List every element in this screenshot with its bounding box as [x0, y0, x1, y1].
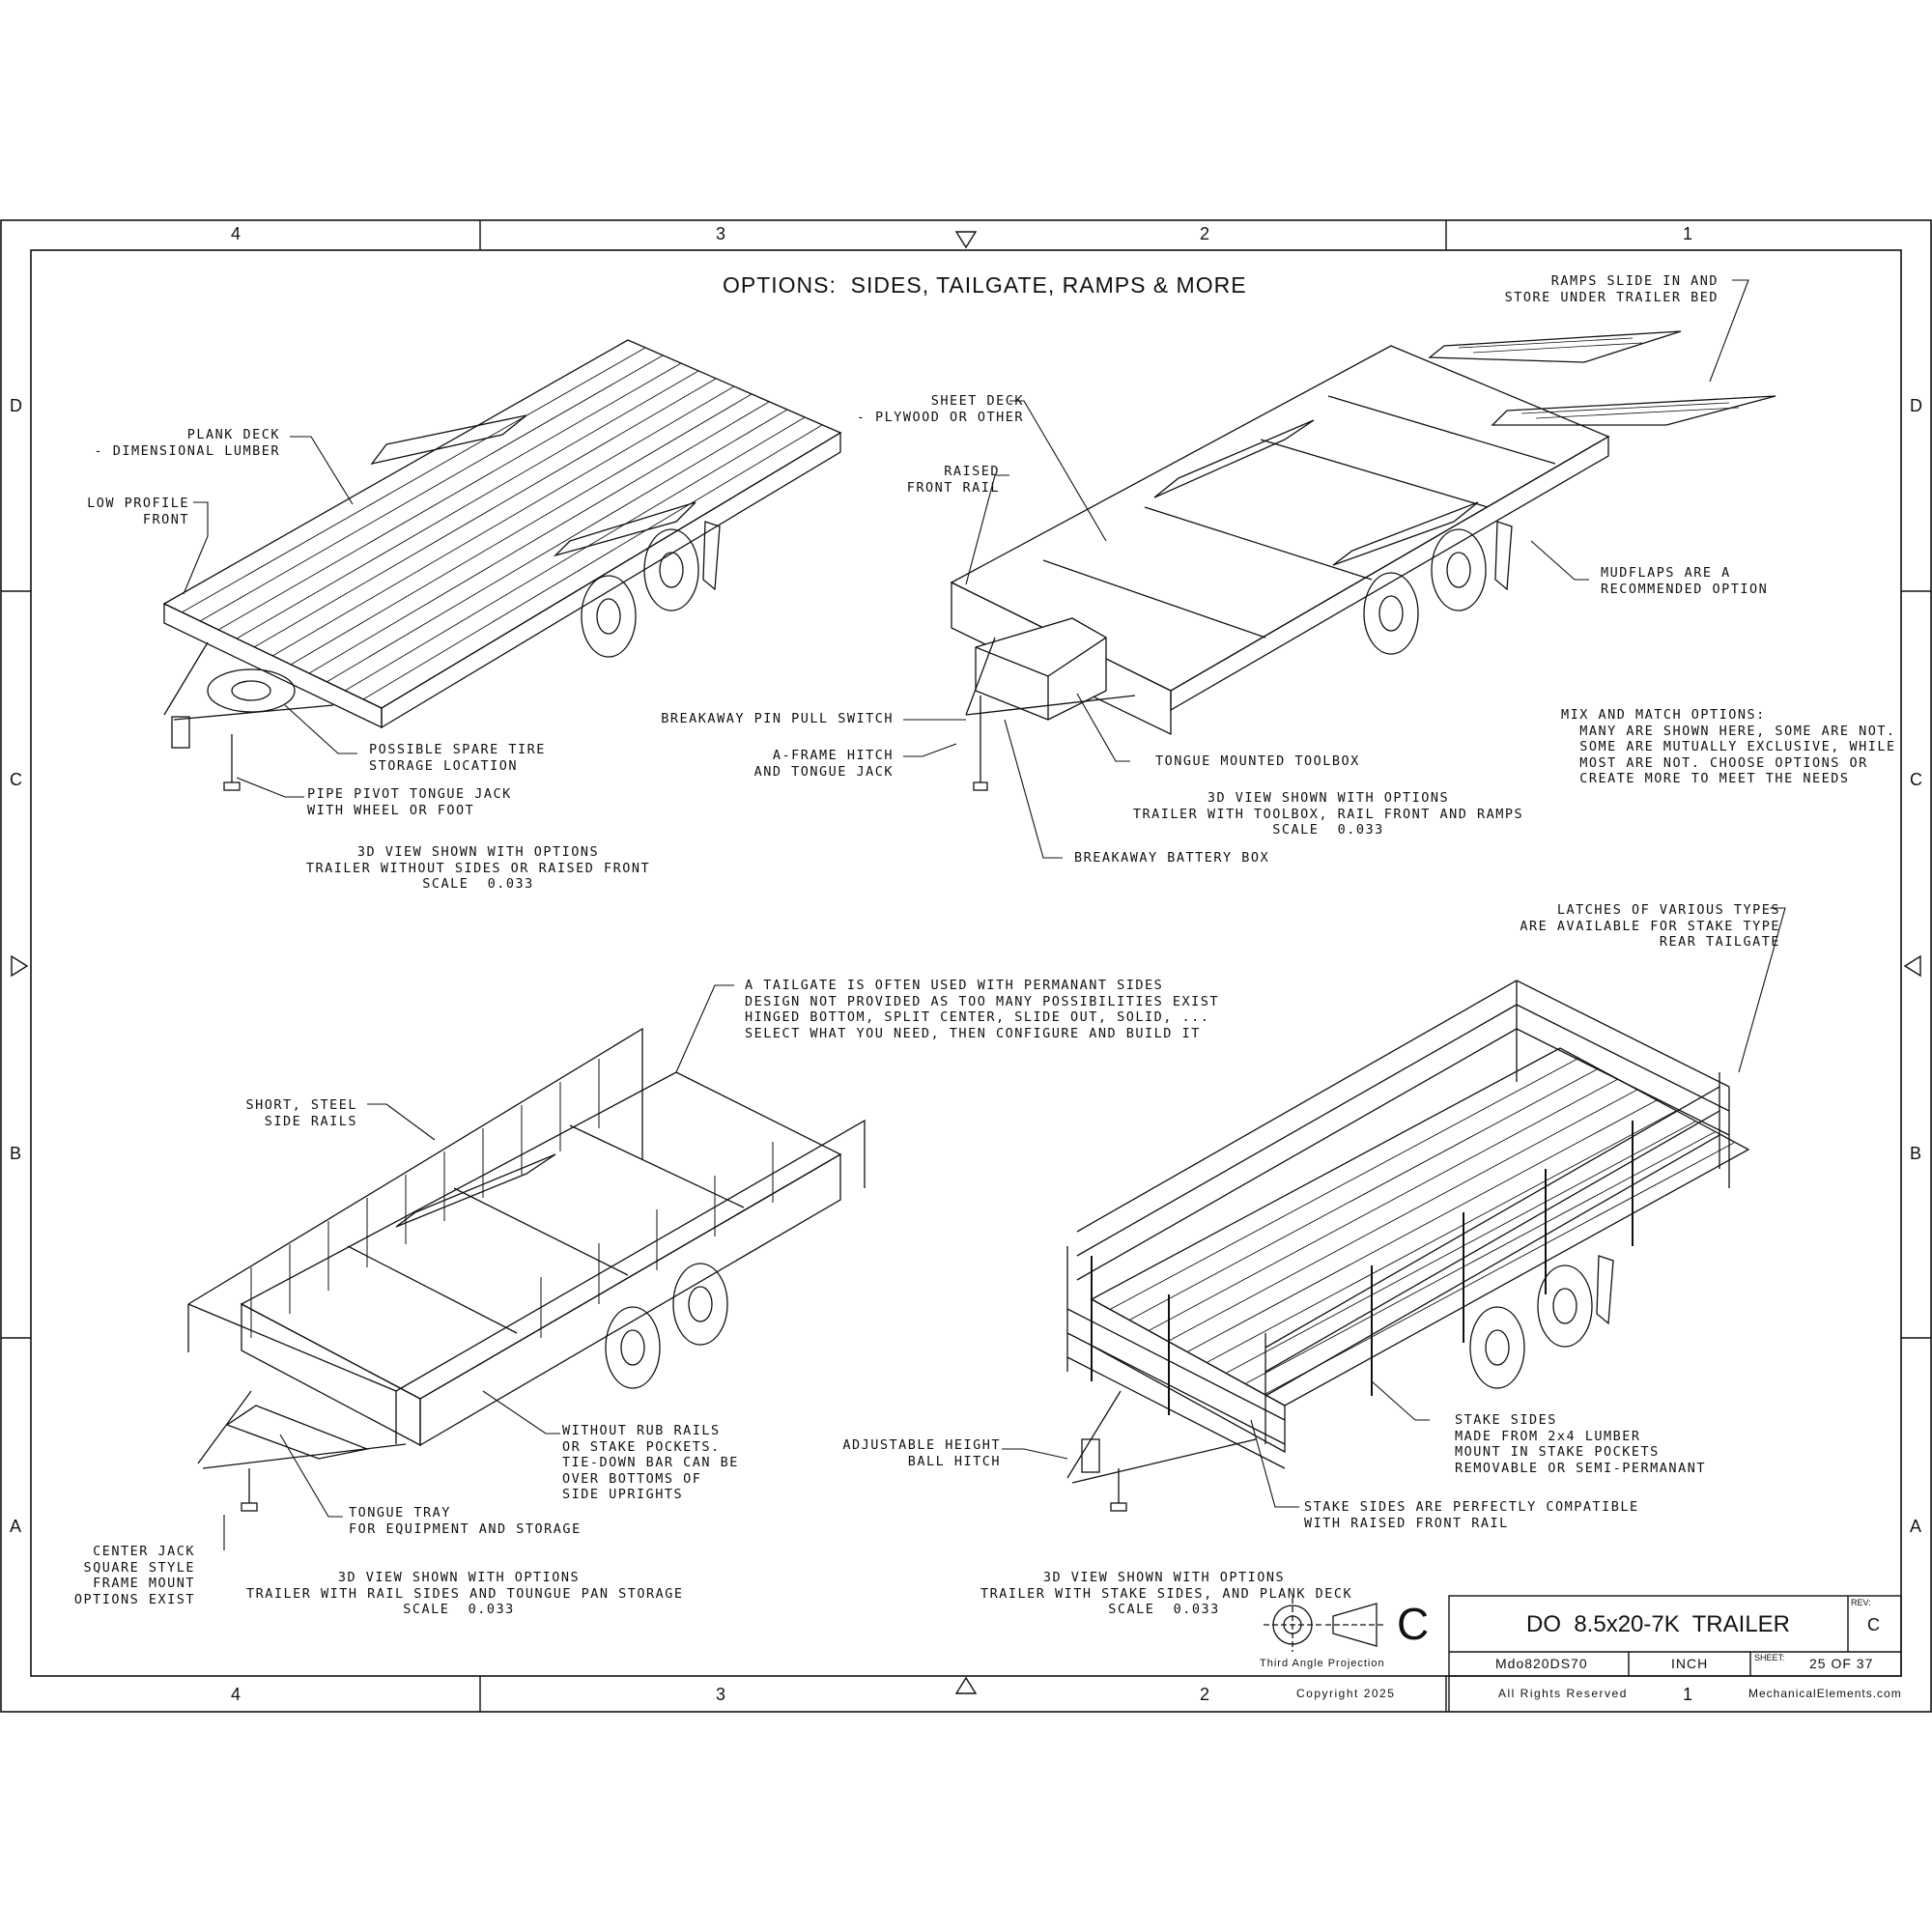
sheet-number: 25 OF 37	[1809, 1656, 1874, 1671]
third-angle-projection-symbol	[1264, 1598, 1386, 1652]
trailer-view-sheet-deck-ramps	[950, 330, 1776, 791]
callout-mudflaps: MUDFLAPS ARE A RECOMMENDED OPTION	[1601, 565, 1769, 597]
projection-letter: C	[1397, 1599, 1430, 1649]
zone-row-d-right: D	[1910, 396, 1922, 415]
rev-value: C	[1867, 1615, 1880, 1634]
zone-row-b-left: B	[10, 1144, 22, 1163]
callout-without-rub-rails: WITHOUT RUB RAILS OR STAKE POCKETS. TIE-…	[562, 1423, 739, 1502]
zone-row-a-left: A	[10, 1517, 22, 1536]
copyright: Copyright 2025	[1296, 1687, 1396, 1700]
zone-row-c-right: C	[1910, 770, 1922, 789]
callout-spare-tire: POSSIBLE SPARE TIRE STORAGE LOCATION	[369, 742, 546, 774]
zone-col-2-top: 2	[1200, 224, 1210, 243]
caption-view-stake-sides: 3D VIEW SHOWN WITH OPTIONS TRAILER WITH …	[980, 1570, 1353, 1617]
callout-ramps: RAMPS SLIDE IN AND STORE UNDER TRAILER B…	[1504, 273, 1719, 305]
zone-col-4-bottom: 4	[231, 1685, 242, 1704]
callout-steel-side-rails: SHORT, STEEL SIDE RAILS	[245, 1097, 357, 1129]
callout-raised-front-rail: RAISED FRONT RAIL	[906, 464, 1000, 496]
trailer-view-stake-sides	[1066, 980, 1750, 1512]
callout-breakaway-switch: BREAKAWAY PIN PULL SWITCH	[661, 711, 894, 726]
callout-plank-deck: PLANK DECK - DIMENSIONAL LUMBER	[94, 427, 280, 459]
leader-lines	[183, 279, 1786, 1550]
callout-sheet-deck: SHEET DECK - PLYWOOD OR OTHER	[856, 393, 1024, 425]
callout-stake-compatible: STAKE SIDES ARE PERFECTLY COMPATIBLE WIT…	[1304, 1499, 1639, 1531]
caption-view-rail-sides: 3D VIEW SHOWN WITH OPTIONS TRAILER WITH …	[246, 1570, 684, 1617]
callout-ball-hitch: ADJUSTABLE HEIGHT BALL HITCH	[842, 1437, 1001, 1469]
mix-and-match-note: MIX AND MATCH OPTIONS: MANY ARE SHOWN HE…	[1561, 707, 1896, 786]
zone-row-c-left: C	[10, 770, 22, 789]
page-title: OPTIONS: SIDES, TAILGATE, RAMPS & MORE	[723, 272, 1247, 298]
callout-toolbox: TONGUE MOUNTED TOOLBOX	[1155, 753, 1360, 769]
zone-ticks	[1, 220, 1931, 1712]
sheet-border	[0, 219, 1932, 1713]
trailer-view-plank-deck	[162, 339, 842, 791]
zone-row-d-left: D	[10, 396, 22, 415]
callout-tongue-jack: PIPE PIVOT TONGUE JACK WITH WHEEL OR FOO…	[307, 786, 512, 818]
projection-label: Third Angle Projection	[1260, 1658, 1385, 1669]
title-block-frame	[1448, 1595, 1902, 1712]
units: INCH	[1671, 1656, 1709, 1671]
caption-view-plank-deck: 3D VIEW SHOWN WITH OPTIONS TRAILER WITHO…	[305, 844, 651, 892]
callout-latches: LATCHES OF VARIOUS TYPES ARE AVAILABLE F…	[1520, 902, 1780, 950]
rev-label: REV:	[1851, 1598, 1871, 1607]
website: MechanicalElements.com	[1748, 1687, 1902, 1700]
callout-stake-sides: STAKE SIDES MADE FROM 2x4 LUMBER MOUNT I…	[1455, 1412, 1706, 1476]
caption-view-sheet-deck: 3D VIEW SHOWN WITH OPTIONS TRAILER WITH …	[1132, 790, 1524, 838]
center-marks	[11, 231, 1921, 1694]
callout-center-jack: CENTER JACK SQUARE STYLE FRAME MOUNT OPT…	[73, 1544, 195, 1607]
part-number: Mdo820DS70	[1495, 1656, 1588, 1671]
callout-tongue-tray: TONGUE TRAY FOR EQUIPMENT AND STORAGE	[349, 1505, 582, 1537]
zone-row-b-right: B	[1910, 1144, 1922, 1163]
zone-col-1-bottom: 1	[1683, 1685, 1693, 1704]
trailer-view-rail-sides	[187, 1027, 866, 1512]
drawing-title: DO 8.5x20-7K TRAILER	[1526, 1611, 1790, 1637]
callout-low-profile-front: LOW PROFILE FRONT	[87, 496, 189, 527]
zone-col-3-top: 3	[716, 224, 726, 243]
rights-reserved: All Rights Reserved	[1498, 1687, 1628, 1700]
sheet-label: SHEET:	[1754, 1653, 1785, 1662]
zone-col-4-top: 4	[231, 224, 242, 243]
callout-tailgate: A TAILGATE IS OFTEN USED WITH PERMANANT …	[745, 978, 1220, 1041]
callout-battery-box: BREAKAWAY BATTERY BOX	[1074, 850, 1270, 866]
zone-col-1-top: 1	[1683, 224, 1693, 243]
zone-col-2-bottom: 2	[1200, 1685, 1210, 1704]
callout-a-frame-hitch: A-FRAME HITCH AND TONGUE JACK	[753, 748, 894, 780]
zone-row-a-right: A	[1910, 1517, 1922, 1536]
zone-col-3-bottom: 3	[716, 1685, 726, 1704]
